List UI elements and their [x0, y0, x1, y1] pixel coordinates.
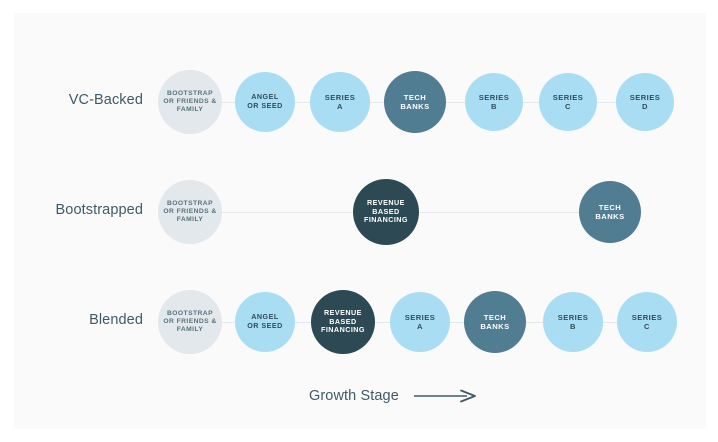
- node-label: BOOTSTRAP or FRIENDS & FAMILY: [163, 89, 217, 114]
- connector-line: [294, 102, 311, 103]
- connector-line: [294, 322, 312, 323]
- node-label: TECH BANKS: [480, 312, 510, 331]
- connector-line: [221, 212, 354, 213]
- connector-line: [374, 322, 391, 323]
- row-label-vc-backed: VC-Backed: [68, 92, 143, 108]
- connector-line: [221, 102, 236, 103]
- connector-line: [525, 322, 544, 323]
- node-label: SERIES A: [324, 92, 356, 111]
- axis-caption-label: Growth Stage: [309, 388, 399, 404]
- node-blended-series-b[interactable]: SERIES B: [543, 292, 603, 352]
- node-label: ANGEL or SEED: [247, 312, 283, 330]
- node-bootstrapped-bootstrap-or-friends-family[interactable]: BOOTSTRAP or FRIENDS & FAMILY: [158, 180, 222, 244]
- node-label: SERIES C: [631, 312, 663, 331]
- connector-line: [602, 322, 618, 323]
- connector-line: [522, 102, 540, 103]
- node-label: BOOTSTRAP or FRIENDS & FAMILY: [163, 199, 217, 224]
- node-vc-backed-tech-banks[interactable]: TECH BANKS: [384, 71, 446, 133]
- node-vc-backed-bootstrap-or-friends-family[interactable]: BOOTSTRAP or FRIENDS & FAMILY: [158, 70, 222, 134]
- node-label: SERIES D: [629, 92, 661, 111]
- node-vc-backed-angel-or-seed[interactable]: ANGEL or SEED: [235, 72, 295, 132]
- arrow-right-icon: [413, 389, 477, 403]
- row-label-blended: Blended: [89, 312, 143, 328]
- node-bootstrapped-tech-banks[interactable]: TECH BANKS: [579, 181, 641, 243]
- node-label: SERIES B: [478, 92, 510, 111]
- node-blended-tech-banks[interactable]: TECH BANKS: [464, 291, 526, 353]
- node-label: REVENUE BASED FINANCING: [364, 197, 408, 225]
- connector-line: [221, 322, 236, 323]
- node-blended-bootstrap-or-friends-family[interactable]: BOOTSTRAP or FRIENDS & FAMILY: [158, 290, 222, 354]
- node-label: SERIES A: [404, 312, 436, 331]
- node-label: TECH BANKS: [400, 92, 430, 111]
- node-blended-series-c[interactable]: SERIES C: [617, 292, 677, 352]
- node-blended-series-a[interactable]: SERIES A: [390, 292, 450, 352]
- connector-line: [445, 102, 466, 103]
- node-label: ANGEL or SEED: [247, 92, 283, 110]
- connector-line: [418, 212, 580, 213]
- node-vc-backed-series-b[interactable]: SERIES B: [465, 73, 523, 131]
- node-label: TECH BANKS: [595, 202, 625, 221]
- node-vc-backed-series-d[interactable]: SERIES D: [616, 73, 674, 131]
- node-vc-backed-series-c[interactable]: SERIES C: [539, 73, 597, 131]
- connector-line: [596, 102, 617, 103]
- node-label: SERIES B: [557, 312, 589, 331]
- node-blended-revenue-based-financing[interactable]: REVENUE BASED FINANCING: [311, 290, 375, 354]
- node-vc-backed-series-a[interactable]: SERIES A: [310, 72, 370, 132]
- node-label: BOOTSTRAP or FRIENDS & FAMILY: [163, 309, 217, 334]
- node-bootstrapped-revenue-based-financing[interactable]: REVENUE BASED FINANCING: [353, 179, 419, 245]
- node-label: SERIES C: [552, 92, 584, 111]
- connector-line: [449, 322, 465, 323]
- row-label-bootstrapped: Bootstrapped: [55, 202, 143, 218]
- connector-line: [369, 102, 385, 103]
- node-blended-angel-or-seed[interactable]: ANGEL or SEED: [235, 292, 295, 352]
- growth-stage-axis-caption: Growth Stage: [309, 389, 477, 404]
- node-label: REVENUE BASED FINANCING: [321, 307, 365, 335]
